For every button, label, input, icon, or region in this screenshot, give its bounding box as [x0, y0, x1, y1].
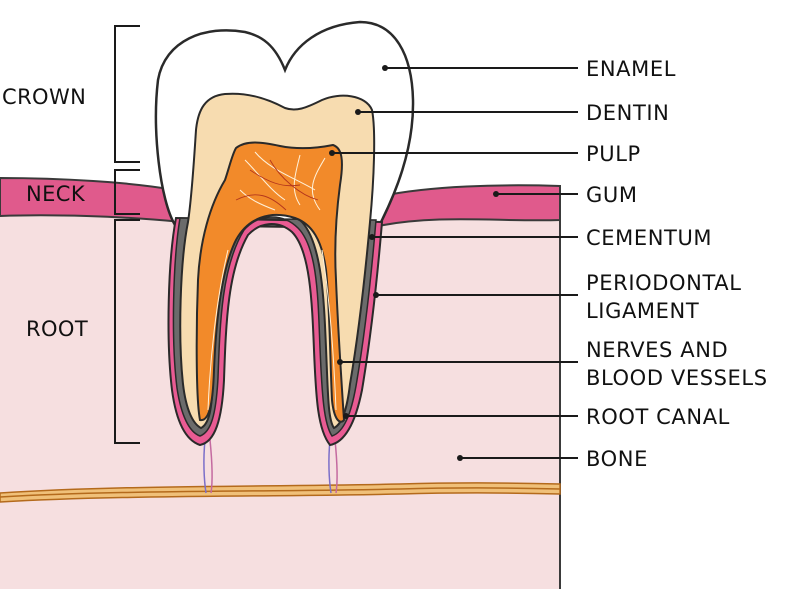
leader-gum: [493, 191, 578, 197]
leader-cementum: [369, 234, 578, 240]
label-gum: GUM: [586, 183, 638, 207]
pulp-nerves: [207, 151, 337, 411]
side-label-neck: NECK: [26, 182, 86, 206]
root-vessel-right-2: [334, 439, 338, 494]
root-vessel-left-2: [209, 439, 213, 494]
label-dentin: DENTIN: [586, 101, 669, 125]
label-bone: BONE: [586, 447, 648, 471]
label-nerves-1: NERVES AND: [586, 338, 728, 362]
leader-root-canal: [343, 413, 578, 419]
pulp-shape: [195, 141, 346, 423]
leader-pulp: [329, 150, 578, 156]
label-periodontal-2: LIGAMENT: [586, 299, 699, 323]
side-label-root: ROOT: [26, 317, 88, 341]
pulp-vessels: [235, 159, 319, 211]
label-pulp: PULP: [586, 142, 641, 166]
label-periodontal-1: PERIODONTAL: [586, 271, 742, 295]
gum-right: [376, 184, 561, 228]
nerve-band: [0, 482, 561, 503]
label-enamel: ENAMEL: [586, 57, 676, 81]
label-nerves-2: BLOOD VESSELS: [586, 366, 768, 390]
leader-nerves: [337, 359, 578, 365]
label-cementum: CEMENTUM: [586, 226, 712, 250]
bone-block: [0, 208, 560, 589]
label-root-canal: ROOT CANAL: [586, 405, 730, 429]
leader-enamel: [382, 65, 578, 71]
crown-bracket: [114, 25, 140, 163]
leader-periodontal: [373, 292, 578, 298]
neck-bracket: [114, 169, 140, 215]
leader-dentin: [355, 109, 578, 115]
nerve-band-line: [0, 487, 561, 498]
leader-bone: [457, 455, 578, 461]
root-vessel-left: [203, 439, 207, 494]
side-label-crown: CROWN: [2, 85, 86, 109]
root-bracket: [114, 219, 140, 444]
